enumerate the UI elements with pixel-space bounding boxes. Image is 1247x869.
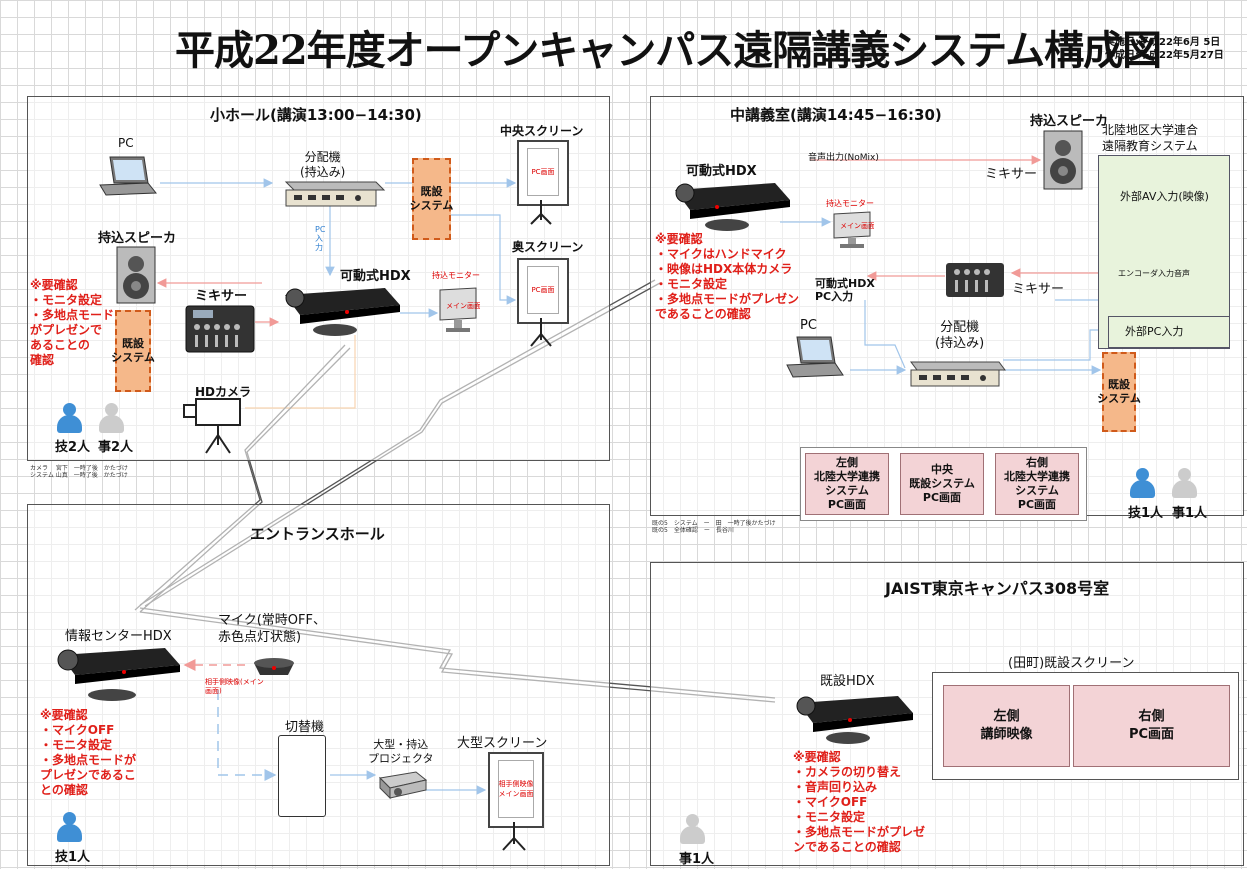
switcher-device [278,735,326,817]
screen-stand-icon [500,822,528,852]
remote-video-label: 相手側映像(メイン 画面) [205,678,264,695]
mixer-label: ミキサー [195,289,248,304]
laptop-icon [98,155,158,197]
diagram-title: 平成22年度オープンキャンパス遠隔講義システム構成図 [175,27,1162,74]
monitor-icon: メイン画面 [436,286,481,336]
mixer-icon [185,305,255,353]
person-icon [1170,468,1198,500]
hokuriku-label: 北陸地区大学連合 遠隔教育システム [1102,123,1199,153]
small-hall-note: ※要確認 ・モニタ設定 ・多地点モード がプレゼンで あることの 確認 [30,278,115,367]
hdx-device-icon [655,175,795,235]
held-date: 実施日:平成22年6月 5日 [1105,37,1221,48]
jaist-note: ※要確認 ・カメラの切り替え ・音声回り込み ・マイクOFF ・モニタ設定 ・多… [793,750,926,854]
splitter-label: 分配機 (持込み) [300,150,346,179]
monitor-icon: メイン画面 [830,210,875,250]
speaker-icon [116,246,156,304]
back-screen-icon: PC画面 [517,258,569,324]
microphone-icon [250,655,298,679]
person-icon [55,812,83,844]
person-icon [97,403,125,435]
person-icon [55,403,83,435]
hdx-device-icon [778,688,918,748]
middle-room-tiny-note: 既の5 システム ー 田 一時了後かたづけ 既の5 全体確認 ー 長谷川 [652,520,776,534]
speaker-icon [1043,130,1083,190]
monitor-label: 持込モニター [432,271,480,280]
back-screen-content: PC画面 [527,266,559,314]
jaist-title: JAIST東京キャンパス308号室 [885,579,1110,598]
audio-out-label: 音声出力(NoMix) [808,153,879,163]
monitor-label-2: 持込モニター [826,199,874,208]
hd-camera-label: HDカメラ [195,385,252,399]
existing-system-box-3: 既設 システム [1097,352,1141,432]
staff-office-label-2: 事1人 [1172,506,1208,521]
existing-system-box-2: 既設 システム [111,310,155,392]
middle-room-note: ※要確認 ・マイクはハンドマイク ・映像はHDX本体カメラ ・モニタ設定 ・多地… [655,232,800,321]
jaist-left-box: 左側 講師映像 [943,685,1070,767]
splitter-device-icon [903,360,1007,390]
switcher-label: 切替機 [285,720,325,735]
big-screen-label: 大型スクリーン [457,736,548,751]
staff-tech-label-2: 技1人 [1128,506,1164,521]
center-screen-label: 中央スクリーン [500,124,584,138]
splitter-label-2: 分配機 (持込み) [935,320,985,351]
hdx-label: 可動式HDX [340,269,411,284]
camera-icon [180,395,245,455]
entrance-note: ※要確認 ・マイクOFF ・モニタ設定 ・多地点モードが プレゼンであるこ との… [40,708,137,797]
staff-tech-label: 技2人 [55,440,91,455]
av-input-label: 外部AV入力(映像) [1120,190,1209,203]
jaist-right-box: 右側 PC画面 [1073,685,1230,767]
screen-stand-icon [528,318,554,348]
svg-text:メイン画面: メイン画面 [446,302,480,310]
staff-office-label: 事2人 [98,440,134,455]
created-date: 作成日:平成22年5月27日 [1105,50,1224,61]
small-hall-title: 小ホール(講演13:00−14:30) [210,106,422,124]
laptop-icon [785,335,847,380]
mixer-icon [945,262,1005,298]
date-info: 実施日:平成22年6月 5日 作成日:平成22年5月27日 [1105,36,1224,62]
projector-icon [376,768,428,800]
speaker-label-2: 持込スピーカ [1030,114,1109,129]
encoder-label: エンコーダ入力音声 [1118,269,1190,278]
ext-pc-label: 外部PC入力 [1125,325,1184,338]
small-hall-tiny-note: カメラ 宮下 一時了後 かたづけ システム 山真 一時了後 かたづけ [30,465,128,479]
middle-room-title: 中講義室(講演14:45−16:30) [730,106,942,124]
info-center-hdx-label: 情報センターHDX [65,629,172,644]
center-screen-icon: PC画面 [517,140,569,206]
mic-label: マイク(常時OFF、 赤色点灯状態) [218,613,326,645]
back-screen-label: 奥スクリーン [512,240,584,254]
svg-text:メイン画面: メイン画面 [840,222,874,230]
staff-tech-label-3: 技1人 [55,850,91,865]
center-screen-box: 中央 既設システム PC画面 [900,453,984,515]
jaist-screen-title: (田町)既設スクリーン [1008,656,1135,671]
big-screen-icon: 相手側映像 メイン画面 [488,752,544,828]
existing-system-box: 既設 システム [410,158,453,240]
right-screen-box: 右側 北陸大学連携 システム PC画面 [995,453,1079,515]
hdx-pc-input-label: 可動式HDX PC入力 [815,277,875,303]
person-icon [1128,468,1156,500]
mixer-label-2: ミキサー [1012,282,1065,297]
speaker-label: 持込スピーカ [98,231,177,246]
person-icon [678,814,706,846]
projector-label: 大型・持込 プロジェクタ [368,738,434,765]
left-screen-box: 左側 北陸大学連携 システム PC画面 [805,453,889,515]
pc-input-label: PC入力 [315,225,326,252]
hdx-label-2: 可動式HDX [686,164,757,179]
existing-hdx-label: 既設HDX [820,674,875,689]
pc-label-2: PC [800,318,817,333]
screen-stand-icon [528,200,554,226]
hdx-device-icon [265,280,405,340]
entrance-hall-title: エントランスホール [250,525,385,543]
mixer-label-2a: ミキサー [985,167,1038,182]
big-screen-content: 相手側映像 メイン画面 [498,760,534,818]
splitter-device-icon [276,180,386,210]
pc-label: PC [118,136,134,150]
hdx-device-icon [40,640,190,705]
center-screen-content: PC画面 [527,148,559,196]
staff-office-label-4: 事1人 [679,852,715,867]
ext-pc-box [1108,316,1230,348]
